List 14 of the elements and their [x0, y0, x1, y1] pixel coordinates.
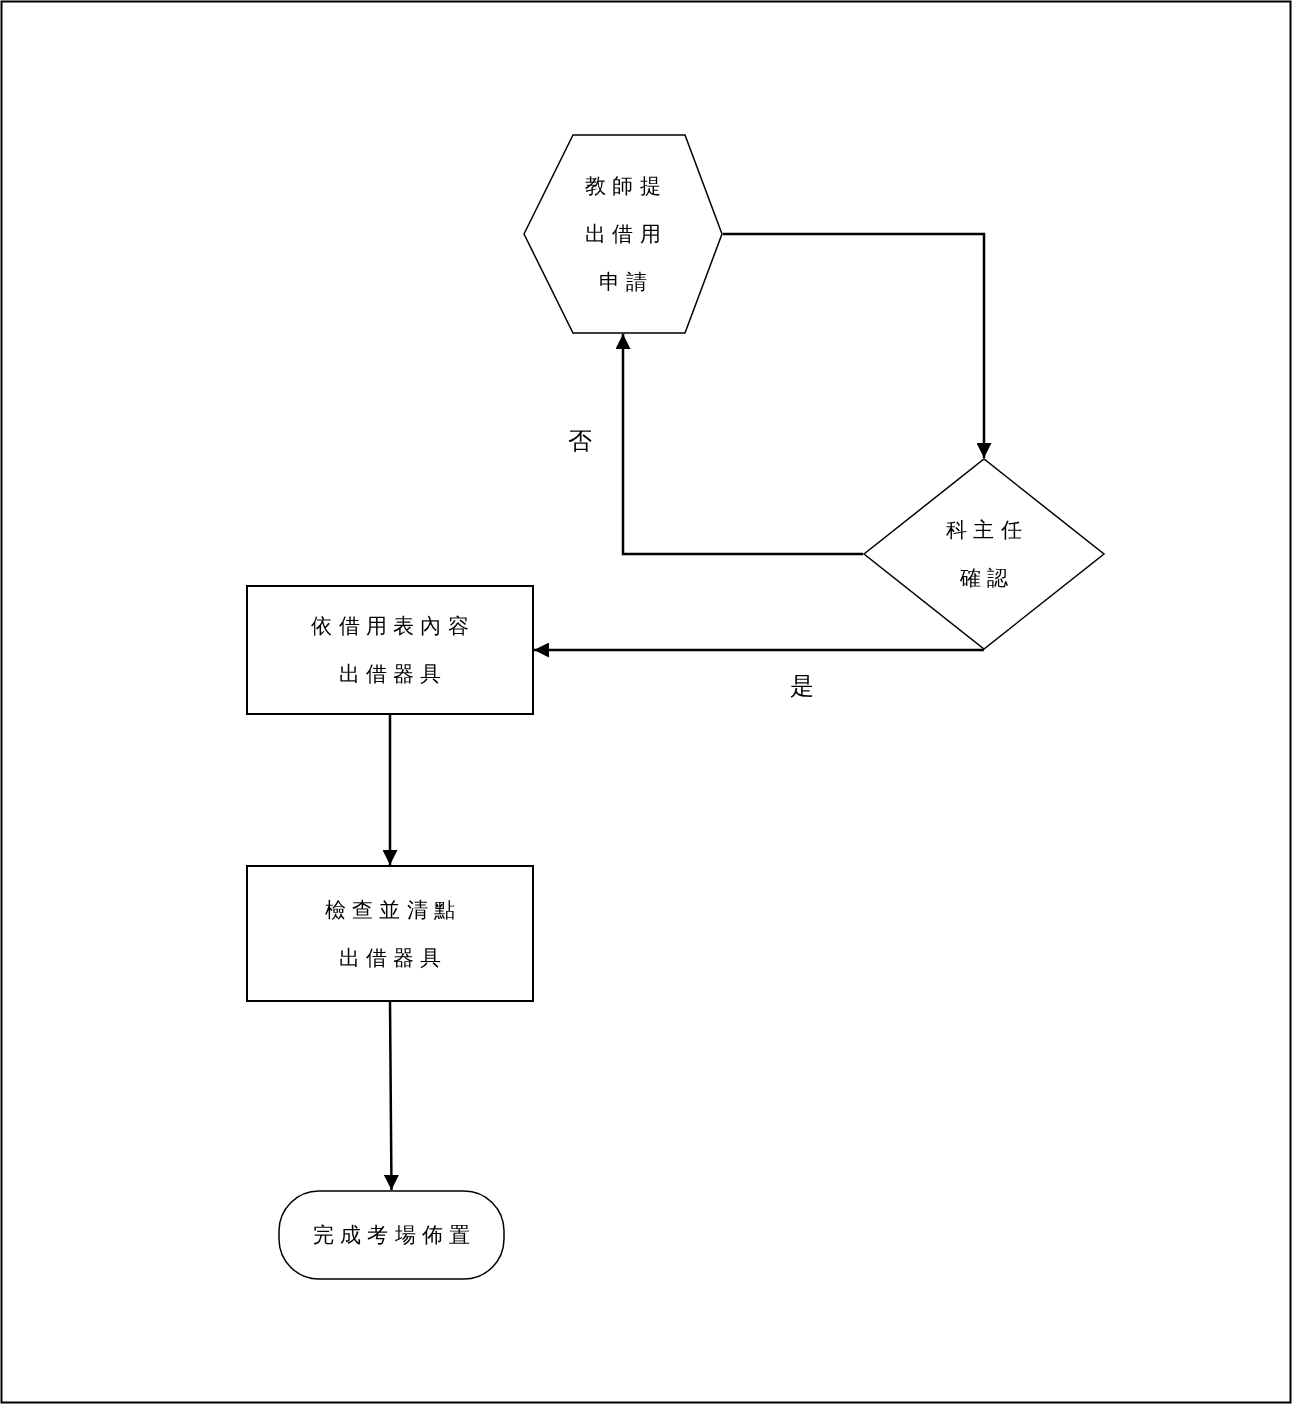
arrow	[383, 1002, 399, 1190]
arrow	[723, 232, 992, 458]
node-label: 科主任確認	[945, 517, 1030, 592]
arrow	[534, 642, 986, 658]
node-label: 依借用表內容出借器具	[310, 613, 477, 688]
node-label: 檢查並清點出借器具	[323, 896, 463, 972]
process-box	[246, 865, 534, 1002]
arrow	[615, 334, 863, 556]
arrow	[382, 715, 398, 865]
process-box	[246, 585, 534, 715]
start-hexagon	[523, 134, 723, 334]
node-label: 完成考場佈置	[311, 1222, 477, 1249]
node-label: 教師提出借用申請	[584, 173, 669, 296]
decision-diamond	[863, 458, 1105, 650]
